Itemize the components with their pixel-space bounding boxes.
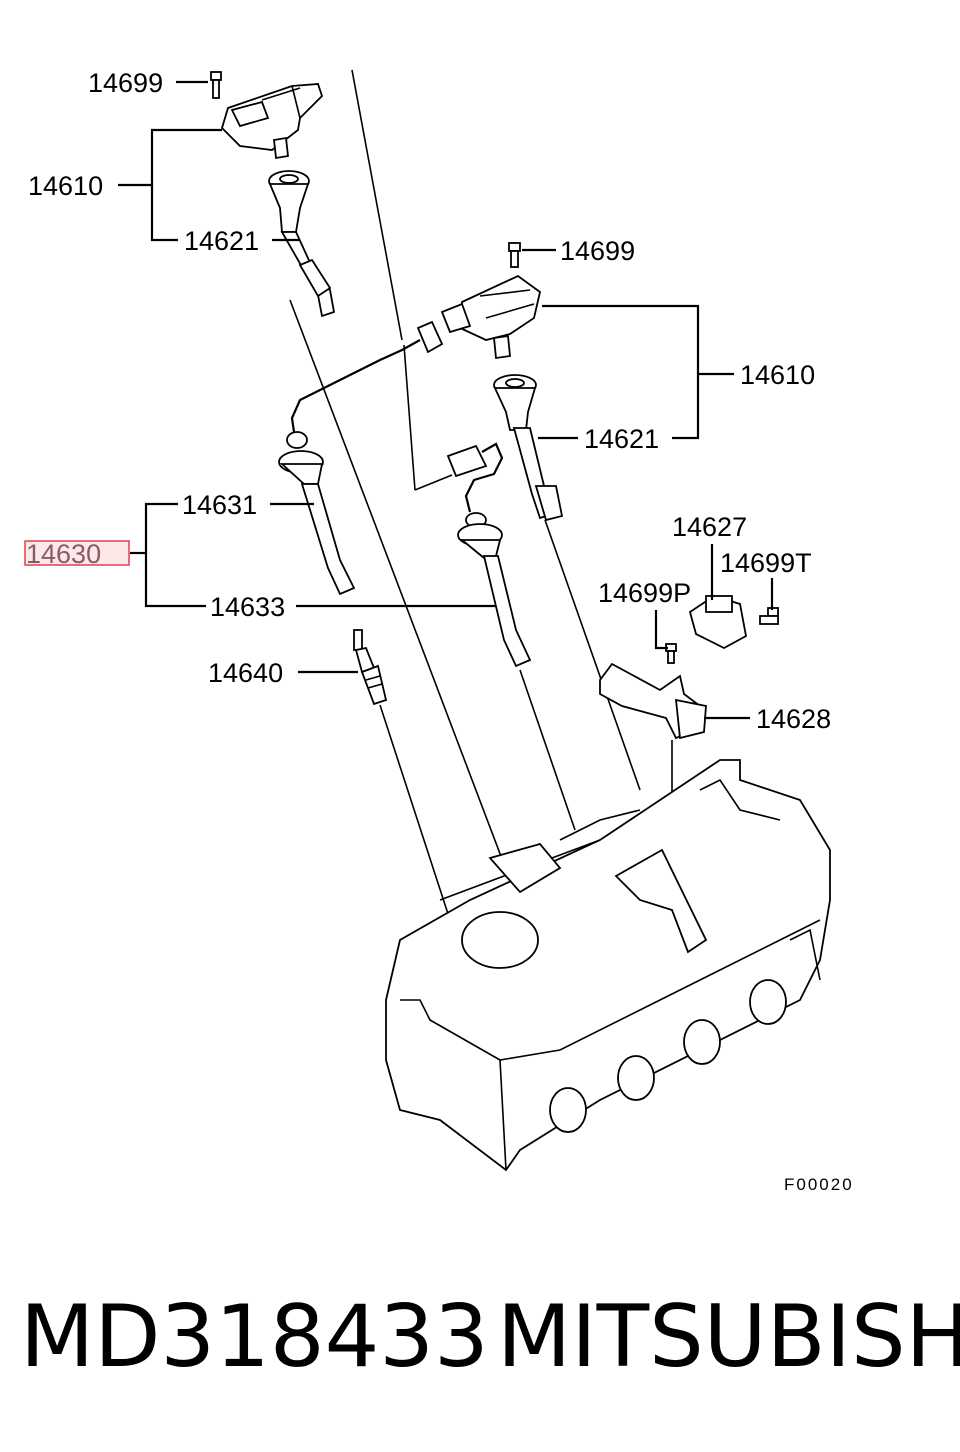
callout-14621-lower[interactable]: 14621 [584, 424, 659, 454]
bolt-14699P [665, 643, 677, 664]
bolt-14699T [759, 607, 779, 625]
spark-plug-cable-14631 [278, 320, 444, 596]
callout-14640[interactable]: 14640 [208, 658, 283, 688]
assembly-guide-lines [289, 69, 673, 921]
callout-14630[interactable]: 14630 [26, 539, 101, 569]
callout-14610-lower[interactable]: 14610 [740, 360, 815, 390]
bolt-14699-upper [210, 71, 222, 99]
callout-14631[interactable]: 14631 [182, 490, 257, 520]
callout-14699T[interactable]: 14699T [720, 548, 812, 578]
spark-plug-14640 [353, 629, 388, 706]
callout-14610-upper[interactable]: 14610 [28, 171, 103, 201]
ignition-coil-lower [440, 274, 542, 360]
brand-name: MITSUBISHI [497, 1287, 960, 1387]
sensor-14627 [688, 595, 748, 650]
callout-14699-lower[interactable]: 14699 [560, 236, 635, 266]
bolt-14699-lower [508, 242, 521, 268]
callout-leaders [118, 80, 774, 720]
cylinder-head [385, 759, 831, 1172]
callout-14633[interactable]: 14633 [210, 592, 285, 622]
callout-14628[interactable]: 14628 [756, 704, 831, 734]
parts-diagram: 14699 14610 14621 14699 14610 14621 1463… [24, 68, 854, 1194]
ignition-coil-upper [220, 83, 324, 160]
callout-14627[interactable]: 14627 [672, 512, 747, 542]
spark-plug-cable-14633 [446, 442, 532, 668]
bracket-14628 [599, 662, 707, 740]
plug-boot-lower [493, 374, 564, 522]
figure-code: F00020 [784, 1175, 854, 1194]
callout-14630-highlight [24, 540, 130, 566]
footer: MD318433 MITSUBISHI [0, 1282, 960, 1392]
callout-labels: 14699 14610 14621 14699 14610 14621 1463… [24, 68, 831, 734]
plug-boot-upper [268, 170, 336, 318]
callout-14621-upper[interactable]: 14621 [184, 226, 259, 256]
callout-14699P[interactable]: 14699P [598, 578, 691, 608]
part-number: MD318433 [20, 1287, 489, 1387]
callout-14699-upper[interactable]: 14699 [88, 68, 163, 98]
